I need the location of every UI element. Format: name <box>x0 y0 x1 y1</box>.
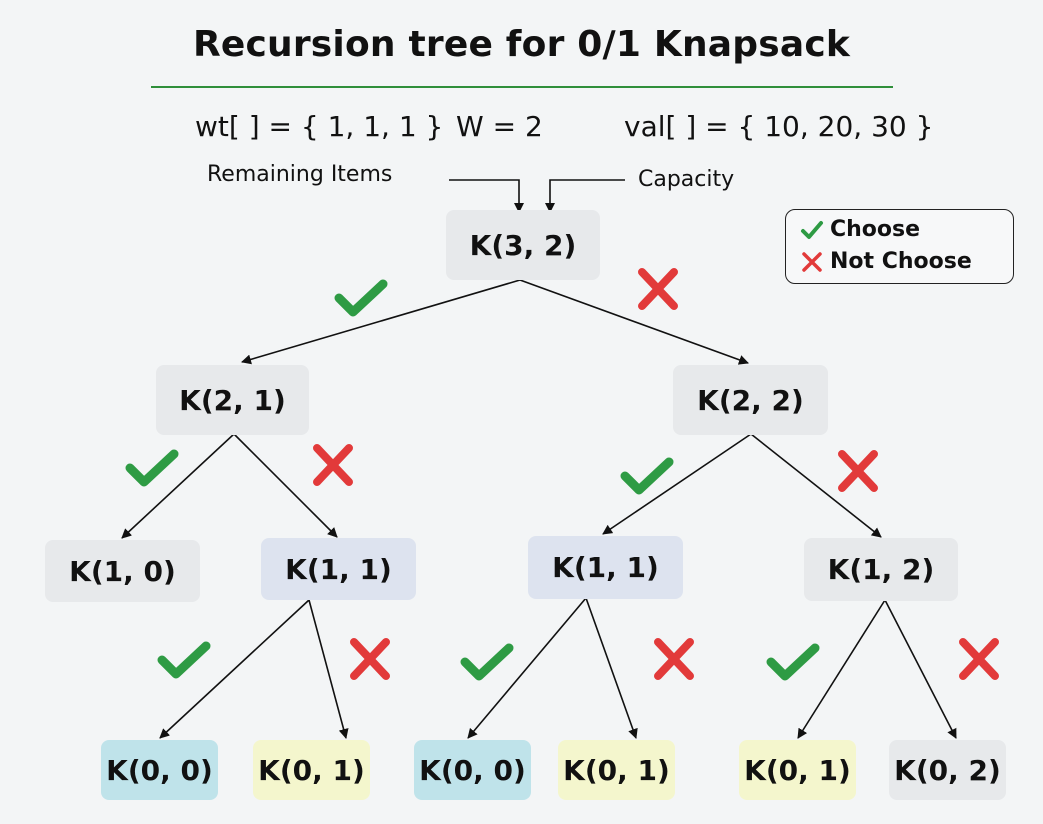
node-l3-e: K(0, 1) <box>739 740 856 800</box>
edge-l1-left-to-l2-b <box>233 433 338 538</box>
node-l2-a: K(1, 0) <box>45 540 200 602</box>
cross-icon <box>654 638 694 680</box>
node-l3-a: K(0, 0) <box>101 740 218 800</box>
title-underline <box>151 86 893 88</box>
legend: Choose Not Choose <box>785 209 1014 284</box>
edge-l2-c-to-l3-c <box>467 597 587 739</box>
check-icon <box>620 457 674 495</box>
edge-l2-d-to-l3-e <box>797 599 886 739</box>
node-l3-f: K(0, 2) <box>889 740 1006 800</box>
edge-l1-right-to-l2-d <box>750 433 882 538</box>
remaining-items-label: Remaining Items <box>207 162 393 187</box>
legend-not-choose-label: Not Choose <box>830 249 972 274</box>
check-icon <box>334 279 388 317</box>
node-root: K(3, 2) <box>446 210 600 280</box>
weights-array: wt[ ] = { 1, 1, 1 } <box>195 110 444 143</box>
edge-l2-b-to-l3-a <box>159 599 310 739</box>
node-l3-c: K(0, 0) <box>414 740 531 800</box>
cross-icon <box>313 444 353 486</box>
check-icon <box>460 643 514 681</box>
edge-l2-d-to-l3-f <box>884 599 957 739</box>
values-array: val[ ] = { 10, 20, 30 } <box>624 110 934 143</box>
edge-root-to-l1-left <box>241 279 521 365</box>
node-l2-c: K(1, 1) <box>528 536 683 599</box>
node-l3-b: K(0, 1) <box>253 740 370 800</box>
remaining-items-arrow <box>449 179 524 213</box>
node-l2-b: K(1, 1) <box>261 538 416 600</box>
check-icon <box>766 643 820 681</box>
capacity-arrow <box>545 179 625 213</box>
edge-l2-c-to-l3-d <box>585 597 638 739</box>
legend-choose-label: Choose <box>830 217 921 242</box>
cross-icon <box>350 638 390 680</box>
cross-icon <box>959 638 999 680</box>
legend-choose: Choose <box>800 217 920 242</box>
diagram-title: Recursion tree for 0/1 Knapsack <box>192 24 851 65</box>
edge-root-to-l1-right <box>519 279 749 365</box>
check-icon <box>801 220 823 239</box>
node-l1-right: K(2, 2) <box>673 365 828 435</box>
check-icon <box>125 449 179 487</box>
edge-l2-b-to-l3-b <box>308 599 349 739</box>
node-l1-left: K(2, 1) <box>156 365 309 435</box>
legend-not-choose: Not Choose <box>800 249 972 274</box>
capacity-value: W = 2 <box>456 110 543 143</box>
check-icon <box>157 641 211 679</box>
edge-l1-left-to-l2-a <box>121 433 235 539</box>
node-l2-d: K(1, 2) <box>804 538 958 601</box>
edge-l1-right-to-l2-c <box>602 433 752 535</box>
node-l3-d: K(0, 1) <box>558 740 675 800</box>
cross-icon <box>638 268 678 310</box>
cross-icon <box>838 450 878 492</box>
cross-icon <box>802 251 822 272</box>
capacity-label: Capacity <box>638 167 735 192</box>
